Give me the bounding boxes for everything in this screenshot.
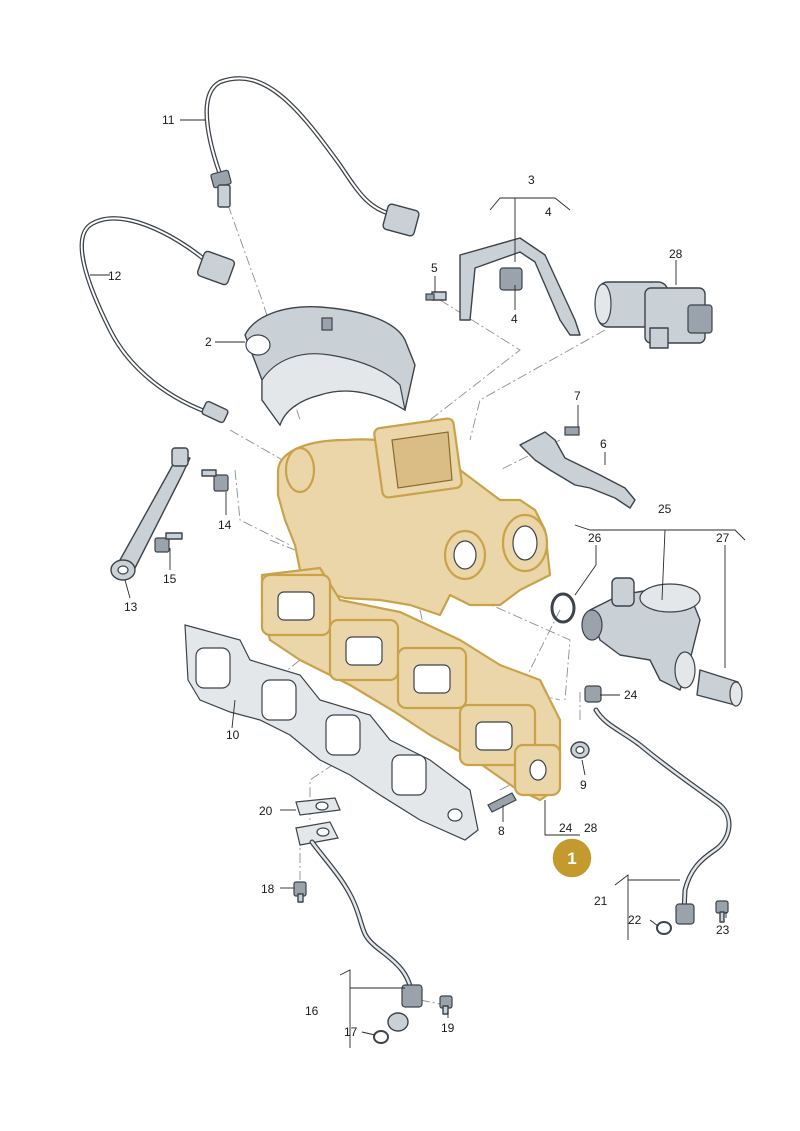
- part-6-heat-shield-small[interactable]: [519, 426, 636, 509]
- callout-2: 2: [205, 335, 212, 349]
- callout-6: 6: [600, 437, 607, 451]
- callout-22: 22: [628, 913, 642, 927]
- callouts: 11 12 2 3 4 5 4 28 7 6 14 25 26 27 15 13…: [108, 113, 730, 1039]
- callout-13: 13: [124, 600, 138, 614]
- callout-15: 15: [163, 572, 177, 586]
- badge-1-label: 1: [567, 849, 576, 868]
- callout-19: 19: [441, 1021, 455, 1035]
- callout-3: 3: [528, 173, 535, 187]
- callout-14: 14: [218, 518, 232, 532]
- callout-25: 25: [658, 502, 672, 516]
- callout-11: 11: [162, 113, 175, 127]
- part-18-bolt[interactable]: [293, 881, 307, 903]
- callout-7: 7: [574, 389, 581, 403]
- callout-17: 17: [344, 1025, 358, 1039]
- part-28-actuator[interactable]: [594, 281, 713, 349]
- callout-24b: 24: [559, 821, 573, 835]
- callout-18: 18: [261, 882, 275, 896]
- part-10-manifold-gasket[interactable]: [184, 624, 479, 841]
- callout-9: 9: [580, 778, 587, 792]
- part-8-stud[interactable]: [487, 792, 517, 813]
- callout-4b: 4: [511, 312, 518, 326]
- part-2-heat-shield[interactable]: [244, 306, 416, 427]
- part-19-bolt[interactable]: [439, 995, 453, 1015]
- part-27-coupling-sleeve[interactable]: [696, 669, 743, 707]
- callout-4a: 4: [545, 205, 552, 219]
- part-15-bolt[interactable]: [154, 532, 183, 553]
- part-3-bracket[interactable]: [425, 237, 581, 336]
- callout-12: 12: [108, 269, 122, 283]
- callout-24a: 24: [624, 688, 638, 702]
- part-16-oil-feed-line[interactable]: [295, 821, 423, 1032]
- callout-26: 26: [588, 531, 602, 545]
- part-20-gasket[interactable]: [295, 797, 341, 816]
- part-17-seal-ring[interactable]: [373, 1030, 389, 1044]
- part-13-support-bracket[interactable]: [110, 447, 191, 581]
- part-1-turbocharger-manifold[interactable]: [260, 417, 562, 802]
- part-25-elbow-pipe[interactable]: [581, 577, 701, 691]
- leader-lines: [90, 119, 746, 1048]
- callout-28a: 28: [669, 247, 683, 261]
- callout-20: 20: [259, 804, 273, 818]
- part-23-bolt[interactable]: [715, 900, 729, 923]
- callout-8: 8: [498, 824, 505, 838]
- callout-5: 5: [431, 261, 438, 275]
- callout-27: 27: [716, 531, 730, 545]
- part-11-oxygen-sensor-upper[interactable]: [204, 76, 420, 237]
- part-14-bolt[interactable]: [201, 469, 229, 492]
- callout-23: 23: [716, 923, 730, 937]
- part-1-badge[interactable]: 1: [551, 837, 593, 879]
- part-26-o-ring[interactable]: [550, 592, 576, 624]
- part-21-oil-line[interactable]: [593, 707, 732, 925]
- part-24-banjo-fitting[interactable]: [584, 685, 602, 703]
- callout-16: 16: [305, 1004, 319, 1018]
- part-9-nut[interactable]: [570, 741, 590, 759]
- part-22-seal-ring[interactable]: [656, 921, 672, 935]
- callout-21: 21: [594, 894, 608, 908]
- callout-10: 10: [226, 728, 240, 742]
- callout-28b: 28: [584, 821, 598, 835]
- part-12-oxygen-sensor-lower[interactable]: [79, 216, 236, 424]
